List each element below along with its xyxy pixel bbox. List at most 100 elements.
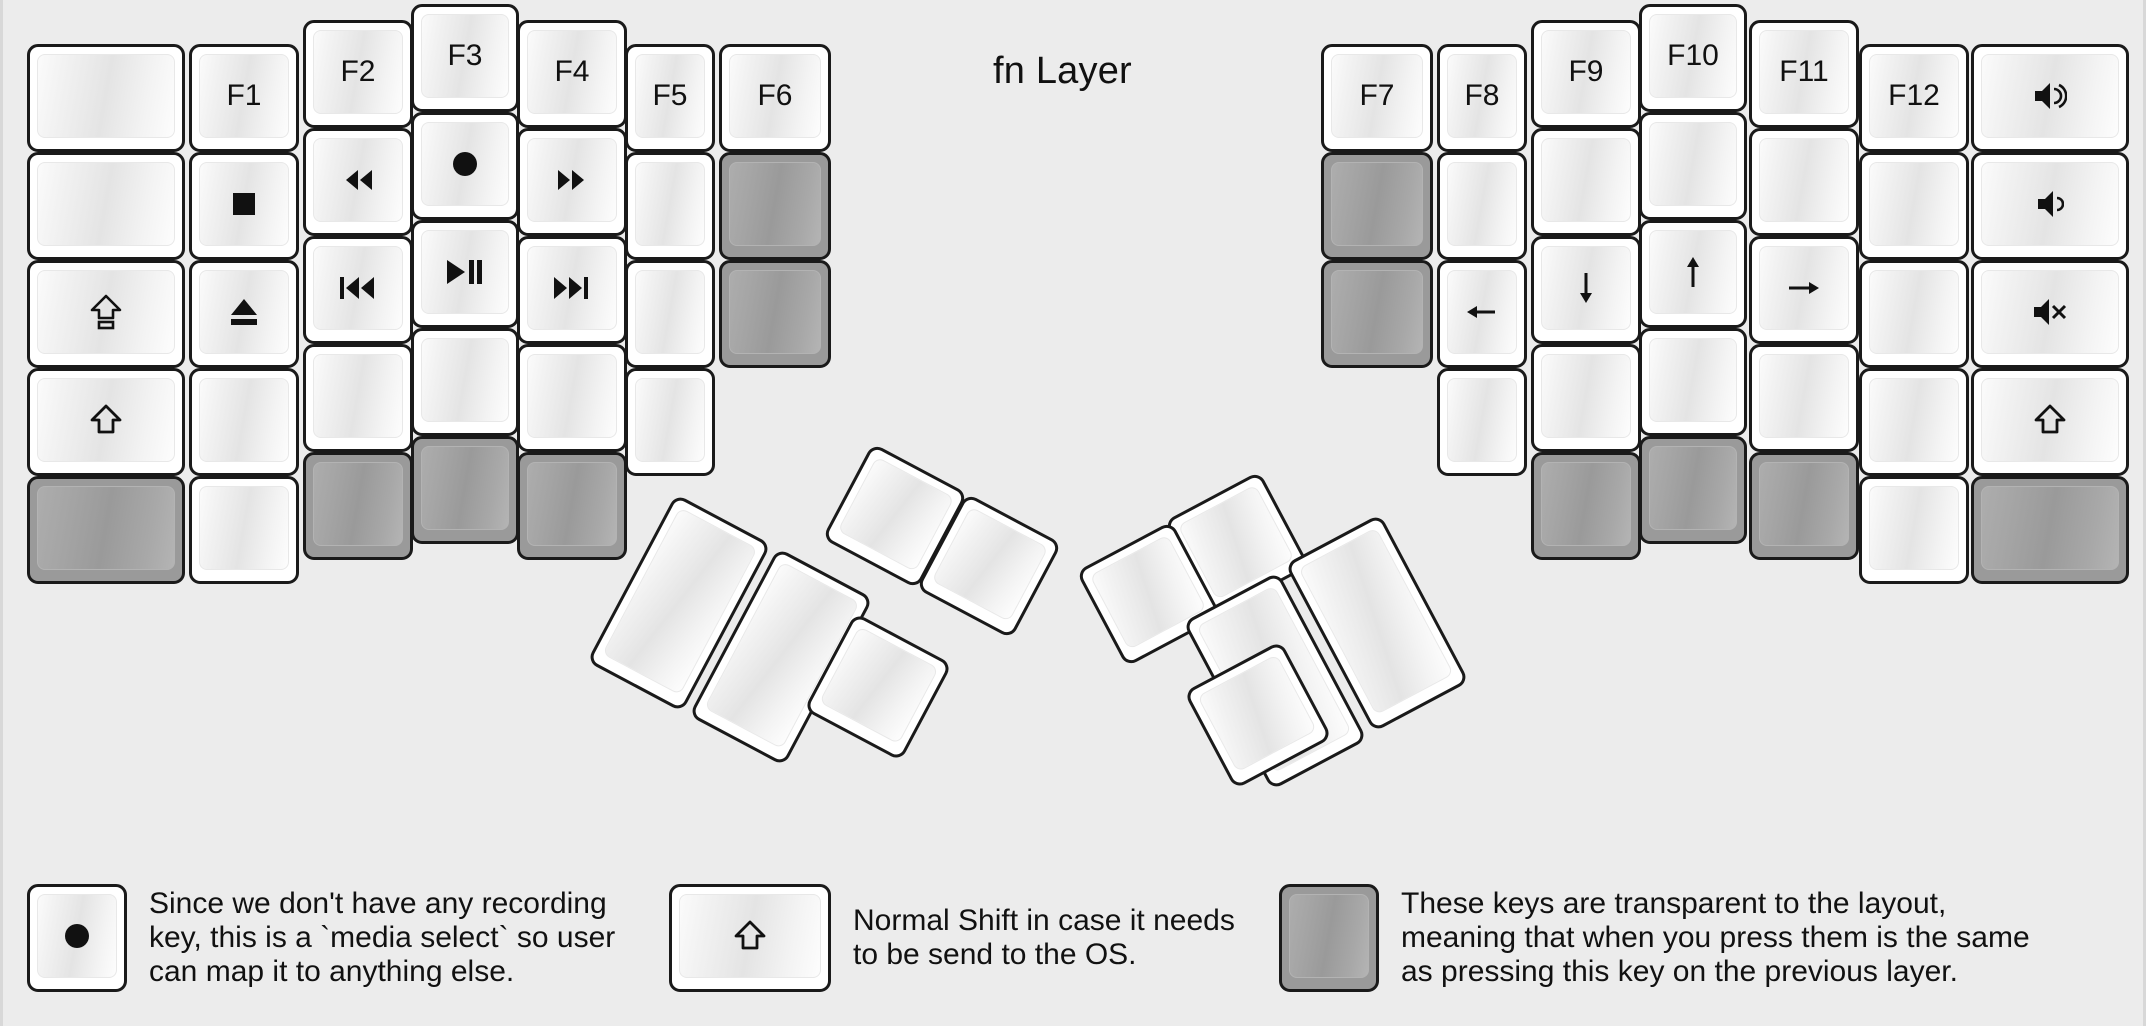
key-left-pinky-outer-r1[interactable] bbox=[27, 44, 185, 152]
key-left-pinky-r5[interactable] bbox=[189, 476, 299, 584]
key-right-ring-r1[interactable]: F11 bbox=[1749, 20, 1859, 128]
key-cap bbox=[729, 270, 821, 354]
key-cap bbox=[421, 446, 509, 530]
key-cap bbox=[37, 894, 117, 978]
key-right-inner-extra-r3[interactable] bbox=[1321, 260, 1433, 368]
key-left-index-r1[interactable]: F4 bbox=[517, 20, 627, 128]
key-cap: F7 bbox=[1331, 54, 1423, 138]
key-cap bbox=[1869, 270, 1959, 354]
key-cap bbox=[37, 162, 175, 246]
key-right-index-inner-r1[interactable]: F8 bbox=[1437, 44, 1527, 152]
key-cap bbox=[1331, 270, 1423, 354]
legend-text-transparent: These keys are transparent to the layout… bbox=[1401, 887, 2030, 988]
key-left-pinky-r1[interactable]: F1 bbox=[189, 44, 299, 152]
next-track-icon bbox=[552, 275, 592, 301]
key-right-index-r4[interactable] bbox=[1531, 344, 1641, 452]
caps-lock-icon bbox=[90, 294, 122, 330]
key-right-middle-r3[interactable] bbox=[1639, 220, 1747, 328]
key-right-pinky-r3[interactable] bbox=[1859, 260, 1969, 368]
key-cap bbox=[1447, 162, 1517, 246]
key-right-middle-r5[interactable] bbox=[1639, 436, 1747, 544]
key-cap bbox=[527, 246, 617, 330]
key-left-middle-r5[interactable] bbox=[411, 436, 519, 544]
key-cap bbox=[1541, 354, 1631, 438]
key-right-pinky-r5[interactable] bbox=[1859, 476, 1969, 584]
key-right-inner-extra-r2[interactable] bbox=[1321, 152, 1433, 260]
key-left-middle-r4[interactable] bbox=[411, 328, 519, 436]
key-left-index-inner-r4[interactable] bbox=[625, 368, 715, 476]
key-left-pinky-r3[interactable] bbox=[189, 260, 299, 368]
key-left-middle-r1[interactable]: F3 bbox=[411, 4, 519, 112]
key-right-inner-extra-r1[interactable]: F7 bbox=[1321, 44, 1433, 152]
key-cap bbox=[1759, 138, 1849, 222]
key-right-pinky-r1[interactable]: F12 bbox=[1859, 44, 1969, 152]
key-left-pinky-outer-r5[interactable] bbox=[27, 476, 185, 584]
key-left-pinky-r4[interactable] bbox=[189, 368, 299, 476]
key-left-middle-r2[interactable] bbox=[411, 112, 519, 220]
key-cap bbox=[199, 162, 289, 246]
key-right-ring-r5[interactable] bbox=[1749, 452, 1859, 560]
key-left-middle-r3[interactable] bbox=[411, 220, 519, 328]
key-cap: F8 bbox=[1447, 54, 1517, 138]
key-right-middle-r4[interactable] bbox=[1639, 328, 1747, 436]
key-left-ring-r3[interactable] bbox=[303, 236, 413, 344]
key-right-pinky-outer-r3[interactable] bbox=[1971, 260, 2129, 368]
key-right-index-inner-r3[interactable] bbox=[1437, 260, 1527, 368]
key-right-pinky-outer-r2[interactable] bbox=[1971, 152, 2129, 260]
key-left-index-inner-r2[interactable] bbox=[625, 152, 715, 260]
key-right-middle-r2[interactable] bbox=[1639, 112, 1747, 220]
key-right-ring-r2[interactable] bbox=[1749, 128, 1859, 236]
key-left-index-inner-r1[interactable]: F5 bbox=[625, 44, 715, 152]
key-right-pinky-outer-r1[interactable] bbox=[1971, 44, 2129, 152]
legend-key-shift bbox=[669, 884, 831, 992]
key-left-ring-r5[interactable] bbox=[303, 452, 413, 560]
key-right-pinky-outer-r5[interactable] bbox=[1971, 476, 2129, 584]
key-left-pinky-outer-r2[interactable] bbox=[27, 152, 185, 260]
eject-icon bbox=[229, 296, 259, 328]
key-left-inner-extra-r1[interactable]: F6 bbox=[719, 44, 831, 152]
key-cap bbox=[1869, 378, 1959, 462]
key-left-inner-extra-r3[interactable] bbox=[719, 260, 831, 368]
key-right-pinky-outer-r4[interactable] bbox=[1971, 368, 2129, 476]
key-left-index-r2[interactable] bbox=[517, 128, 627, 236]
key-cap: F5 bbox=[635, 54, 705, 138]
key-right-ring-r4[interactable] bbox=[1749, 344, 1859, 452]
key-right-middle-r1[interactable]: F10 bbox=[1639, 4, 1747, 112]
key-right-index-r2[interactable] bbox=[1531, 128, 1641, 236]
legend-item-transparent: These keys are transparent to the layout… bbox=[1279, 884, 2030, 992]
key-cap bbox=[527, 462, 617, 546]
record-icon bbox=[62, 921, 92, 951]
key-right-index-r1[interactable]: F9 bbox=[1531, 20, 1641, 128]
key-left-pinky-outer-r3[interactable] bbox=[27, 260, 185, 368]
key-left-pinky-r2[interactable] bbox=[189, 152, 299, 260]
key-right-ring-r3[interactable] bbox=[1749, 236, 1859, 344]
key-cap bbox=[1759, 462, 1849, 546]
key-left-pinky-outer-r4[interactable] bbox=[27, 368, 185, 476]
legend-key-record bbox=[27, 884, 127, 992]
key-right-index-inner-r4[interactable] bbox=[1437, 368, 1527, 476]
key-left-index-r4[interactable] bbox=[517, 344, 627, 452]
key-left-inner-extra-r2[interactable] bbox=[719, 152, 831, 260]
key-left-index-r5[interactable] bbox=[517, 452, 627, 560]
key-left-ring-r2[interactable] bbox=[303, 128, 413, 236]
key-cap bbox=[527, 138, 617, 222]
key-cap bbox=[313, 138, 403, 222]
key-left-index-inner-r3[interactable] bbox=[625, 260, 715, 368]
key-right-index-inner-r2[interactable] bbox=[1437, 152, 1527, 260]
key-cap: F1 bbox=[199, 54, 289, 138]
key-cap bbox=[37, 270, 175, 354]
key-right-index-r5[interactable] bbox=[1531, 452, 1641, 560]
key-right-pinky-r4[interactable] bbox=[1859, 368, 1969, 476]
key-cap bbox=[1981, 378, 2119, 462]
key-cap bbox=[199, 486, 289, 570]
key-right-pinky-r2[interactable] bbox=[1859, 152, 1969, 260]
legend-item-record: Since we don't have any recording key, t… bbox=[27, 884, 615, 992]
key-left-index-r3[interactable] bbox=[517, 236, 627, 344]
key-cap bbox=[635, 270, 705, 354]
key-cap bbox=[527, 354, 617, 438]
key-cap bbox=[1869, 162, 1959, 246]
key-right-index-r3[interactable] bbox=[1531, 236, 1641, 344]
key-left-ring-r1[interactable]: F2 bbox=[303, 20, 413, 128]
key-cap bbox=[1649, 446, 1737, 530]
key-left-ring-r4[interactable] bbox=[303, 344, 413, 452]
